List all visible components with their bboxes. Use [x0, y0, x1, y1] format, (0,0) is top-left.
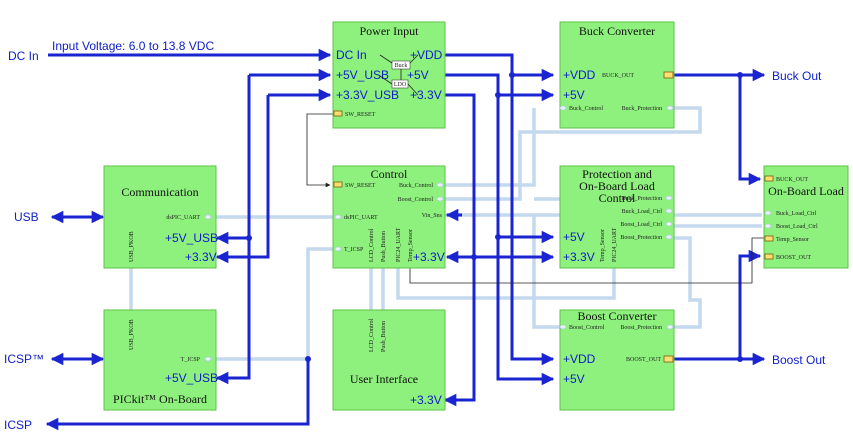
block-control[interactable]: Control SW_RESET Buck_Control Boost_Cont… — [332, 165, 446, 269]
control-lcd-control-label: LCD_Control — [369, 228, 375, 262]
protection-title-1: Protection and — [582, 167, 652, 181]
protection-5v-label: +5V — [563, 230, 585, 244]
buck-5v-label: +5V — [563, 88, 585, 102]
net-icsp — [45, 359, 310, 431]
net-control-boost — [532, 215, 560, 329]
control-dspic-uart-label: dsPIC_UART — [344, 215, 378, 221]
block-pickit[interactable]: USB_PKOB T_ICSP +5V_USB PICkit™ On-Board — [103, 309, 218, 411]
power-input-title: Power Input — [360, 24, 420, 38]
control-temp-sensor-label: Temp_Sensor — [408, 229, 414, 262]
icsp-tm-label: ICSP™ — [4, 352, 44, 366]
pickit-usb5-label: +5V_USB — [165, 371, 218, 385]
control-sw-reset-label: SW_RESET — [345, 183, 376, 189]
boost-out-external-label: Boost Out — [772, 353, 826, 367]
communication-dspic-uart-label: dsPIC_UART — [166, 215, 200, 221]
ui-push-button-label: Push_Button — [381, 321, 387, 352]
boost-protection-label: Boost_Protection — [620, 325, 662, 331]
net-5v — [445, 73, 555, 102]
usb-label: USB — [14, 210, 39, 224]
protection-33v-label: +3.3V — [563, 250, 595, 264]
block-boost-converter[interactable]: Boost Converter Boost_Control Boost_Prot… — [559, 309, 675, 411]
power-input-vdd-label: +VDD — [410, 48, 443, 62]
ui-33v-label: +3.3V — [410, 393, 442, 407]
net-3v3 — [443, 93, 476, 407]
onboard-load-boost-load-ctrl-label: Boost_Load_Ctrl — [776, 224, 818, 230]
block-user-interface[interactable]: LCD_Control Push_Button User Interface +… — [332, 309, 446, 411]
protection-temp-sensor-label: Temp_Sensor — [600, 229, 606, 262]
onboard-load-temp-sensor-label: Temp_Sensor — [776, 237, 809, 243]
net-boost-control — [445, 106, 702, 201]
power-input-5v-label: +5V — [407, 68, 429, 82]
input-voltage-label: Input Voltage: 6.0 to 13.8 VDC — [52, 39, 214, 53]
junctions — [246, 72, 743, 362]
block-buck-converter[interactable]: Buck Converter +VDD +5V BUCK_OUT Buck_Co… — [559, 21, 675, 129]
power-input-usb5-label: +5V_USB — [336, 68, 389, 82]
block-power-input[interactable]: Power Input DC In +VDD Buck LDO +5V_USB … — [332, 21, 446, 129]
pickit-title: PICkit™ On-Board — [113, 392, 207, 406]
boost-out-label: BOOST_OUT — [626, 357, 661, 363]
boost-5v-label: +5V — [563, 372, 585, 386]
onboard-load-buck-out-label: BUCK_OUT — [776, 177, 808, 183]
onboard-load-title: On-Board Load — [768, 184, 844, 198]
ui-lcd-control-label: LCD_Control — [369, 318, 375, 352]
boost-control-label: Boost_Control — [569, 325, 605, 331]
protection-boost-load-ctrl-label: Boost_Load_Ctrl — [620, 222, 662, 228]
net-t-icsp — [215, 247, 337, 361]
control-vin-sns-label: Vin_Sns — [422, 213, 443, 219]
buck-out-external-label: Buck Out — [772, 69, 822, 83]
protection-title-2: On-Board Load — [579, 179, 655, 193]
buck-protection-label: Buck_Protection — [622, 106, 662, 112]
power-input-33v-label: +3.3V — [410, 88, 442, 102]
boost-converter-title: Boost Converter — [578, 309, 657, 323]
protection-buck-load-ctrl-label: Buck_Load_Ctrl — [622, 209, 663, 215]
onboard-load-buck-load-ctrl-label: Buck_Load_Ctrl — [776, 211, 817, 217]
net-sw-reset — [306, 113, 333, 188]
buck-out-label: BUCK_OUT — [602, 73, 634, 79]
boost-vdd-label: +VDD — [563, 352, 596, 366]
onboard-load-boost-out-label: BOOST_OUT — [776, 255, 811, 261]
pickit-t-icsp-label: T_ICSP — [181, 357, 201, 363]
power-input-buck-label: Buck — [395, 63, 408, 69]
net-vdd — [445, 53, 555, 82]
control-title: Control — [371, 167, 408, 181]
communication-usb5-label: +5V_USB — [165, 231, 218, 245]
buck-vdd-label: +VDD — [563, 68, 596, 82]
buck-converter-title: Buck Converter — [579, 24, 655, 38]
protection-pic24-uart-label: PIC24_UART — [612, 227, 618, 262]
protection-title-3: Control — [599, 191, 636, 205]
block-protection[interactable]: Protection and On-Board Load Control Buc… — [559, 165, 675, 269]
net-protection-boost — [674, 236, 702, 329]
control-push-button-label: Push_Button — [381, 231, 387, 262]
block-communication[interactable]: Communication dsPIC_UART USB_PKOB +5V_US… — [103, 165, 218, 269]
control-t-icsp-label: T_ICSP — [344, 247, 364, 253]
protection-boost-protection-label: Boost_Protection — [620, 235, 662, 241]
user-interface-title: User Interface — [350, 372, 418, 386]
communication-usb-pkob-label: USB_PKOB — [129, 231, 135, 262]
power-input-dc-in-label: DC In — [336, 48, 367, 62]
control-boost-control-label: Boost_Control — [398, 197, 434, 203]
control-pic24-uart-label: PIC24_UART — [396, 227, 402, 262]
power-input-usb33-label: +3.3V_USB — [336, 88, 399, 102]
control-buck-control-label: Buck_Control — [399, 183, 433, 189]
control-33v-label: +3.3V — [413, 250, 445, 264]
dc-in-label: DC In — [8, 49, 39, 63]
icsp-label: ICSP — [4, 418, 32, 432]
communication-33v-label: +3.3V — [185, 250, 217, 264]
protection-buck-protection-label: Buck_Protection — [622, 196, 662, 202]
power-input-sw-reset-label: SW_RESET — [345, 112, 376, 118]
block-onboard-load[interactable]: On-Board Load BUCK_OUT Buck_Load_Ctrl Bo… — [763, 165, 849, 269]
power-input-ldo-label: LDO — [394, 82, 407, 88]
buck-control-label: Buck_Control — [569, 106, 603, 112]
net-temp-sensor — [409, 237, 764, 284]
pickit-usb-pkob-label: USB_PKOB — [129, 319, 135, 350]
communication-title: Communication — [121, 185, 198, 199]
